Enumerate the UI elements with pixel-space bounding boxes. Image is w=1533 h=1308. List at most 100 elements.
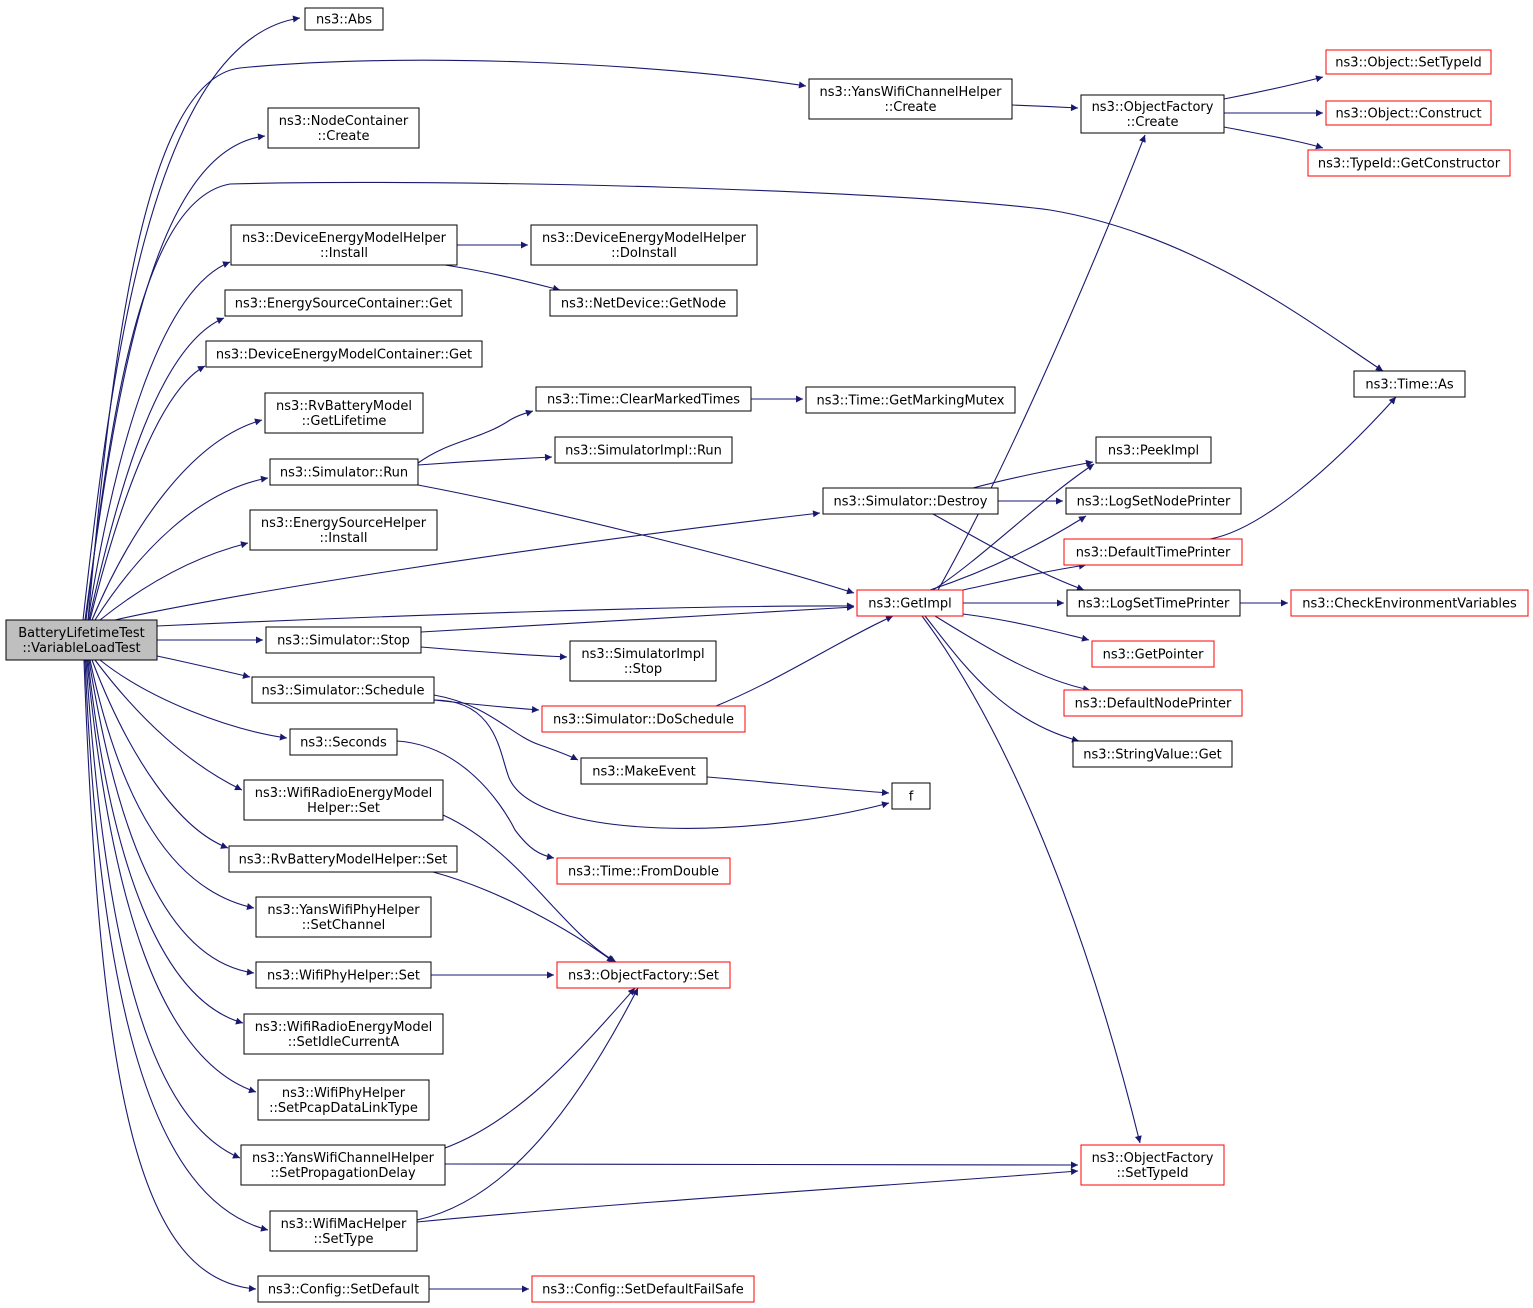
call-edge <box>932 463 1095 591</box>
node-time-clearmarked[interactable]: ns3::Time::ClearMarkedTimes <box>535 386 752 412</box>
node-box <box>289 728 398 756</box>
node-checkenv[interactable]: ns3::CheckEnvironmentVariables <box>1290 589 1529 617</box>
node-label: Helper::Set <box>307 801 380 816</box>
node-time-as[interactable]: ns3::Time::As <box>1353 370 1466 398</box>
node-wph-setpcap[interactable]: ns3::WifiPhyHelper::SetPcapDataLinkType <box>257 1079 430 1121</box>
node-label: ns3::WifiRadioEnergyModel <box>255 786 433 801</box>
call-edge <box>87 59 807 621</box>
node-demh-doinstall[interactable]: ns3::DeviceEnergyModelHelper::DoInstall <box>530 224 758 266</box>
node-wrem-setidle[interactable]: ns3::WifiRadioEnergyModel::SetIdleCurren… <box>243 1013 444 1055</box>
node-typeid-getctor[interactable]: ns3::TypeId::GetConstructor <box>1307 149 1511 177</box>
node-sim-run[interactable]: ns3::Simulator::Run <box>269 458 419 486</box>
node-box <box>531 1275 755 1303</box>
call-edge <box>87 261 231 621</box>
node-makeevent[interactable]: ns3::MakeEvent <box>580 757 708 785</box>
node-f[interactable]: f <box>891 782 931 810</box>
node-root[interactable]: BatteryLifetimeTest::VariableLoadTest <box>5 619 158 661</box>
node-box <box>243 1013 444 1055</box>
node-defaulttimeprinter[interactable]: ns3::DefaultTimePrinter <box>1063 538 1243 566</box>
node-label: ns3::WifiPhyHelper <box>282 1086 406 1101</box>
node-label: ns3::Simulator::DoSchedule <box>553 713 734 728</box>
node-box <box>255 961 432 989</box>
node-label: ns3::SimulatorImpl <box>581 647 704 662</box>
call-edge <box>1223 75 1324 100</box>
node-label: ns3::Config::SetDefault <box>268 1283 419 1298</box>
node-sim-destroy[interactable]: ns3::Simulator::Destroy <box>822 487 999 515</box>
node-box <box>257 1275 430 1303</box>
node-nd-getnode[interactable]: ns3::NetDevice::GetNode <box>549 289 738 317</box>
node-obj-construct[interactable]: ns3::Object::Construct <box>1325 100 1492 126</box>
node-config-setdefaultfs[interactable]: ns3::Config::SetDefaultFailSafe <box>531 1275 755 1303</box>
node-ywch-setprop[interactable]: ns3::YansWifiChannelHelper::SetPropagati… <box>240 1144 446 1186</box>
node-obj-settypeid[interactable]: ns3::Object::SetTypeId <box>1325 49 1492 75</box>
node-abs[interactable]: ns3::Abs <box>304 7 384 31</box>
call-edge <box>84 133 266 621</box>
node-box <box>1307 149 1511 177</box>
call-edge <box>433 699 540 713</box>
node-time-fromdouble[interactable]: ns3::Time::FromDouble <box>556 857 731 885</box>
node-label: ns3::Time::ClearMarkedTimes <box>547 393 740 408</box>
node-seconds[interactable]: ns3::Seconds <box>289 728 398 756</box>
node-of-settypeid[interactable]: ns3::ObjectFactory::SetTypeId <box>1080 1144 1225 1186</box>
call-edge <box>87 659 244 1025</box>
node-getimpl[interactable]: ns3::GetImpl <box>856 589 964 617</box>
node-box <box>554 436 733 464</box>
node-rvbmh-set[interactable]: ns3::RvBatteryModelHelper::Set <box>228 845 458 873</box>
node-demc-get[interactable]: ns3::DeviceEnergyModelContainer::Get <box>205 340 483 368</box>
node-label: ::SetPcapDataLinkType <box>269 1101 418 1116</box>
node-label: ::DoInstall <box>611 246 677 261</box>
node-label: ::VariableLoadTest <box>22 641 140 656</box>
node-box <box>1066 589 1241 617</box>
node-simimpl-run[interactable]: ns3::SimulatorImpl::Run <box>554 436 733 464</box>
node-label: ns3::Simulator::Schedule <box>261 684 424 699</box>
call-edge <box>444 264 561 292</box>
call-nodes: BatteryLifetimeTest::VariableLoadTestns3… <box>5 7 1529 1303</box>
node-time-getmutex[interactable]: ns3::Time::GetMarkingMutex <box>805 386 1016 414</box>
node-box <box>251 676 435 704</box>
node-label: ::SetChannel <box>302 918 385 933</box>
node-sim-doschedule[interactable]: ns3::Simulator::DoSchedule <box>541 705 746 733</box>
node-esc-get[interactable]: ns3::EnergySourceContainer::Get <box>224 289 463 317</box>
node-simimpl-stop[interactable]: ns3::SimulatorImpl::Stop <box>569 640 717 682</box>
node-sim-schedule[interactable]: ns3::Simulator::Schedule <box>251 676 435 704</box>
node-getpointer[interactable]: ns3::GetPointer <box>1091 640 1215 668</box>
call-edge <box>91 418 263 621</box>
node-box <box>265 626 422 654</box>
call-edge <box>934 615 1091 693</box>
call-edge <box>444 1161 1079 1169</box>
call-edge <box>396 740 555 860</box>
node-esh-install[interactable]: ns3::EnergySourceHelper::Install <box>249 509 438 551</box>
call-edge <box>432 871 615 963</box>
node-label: ns3::YansWifiChannelHelper <box>252 1151 435 1166</box>
node-of-create[interactable]: ns3::ObjectFactory::Create <box>1080 94 1225 134</box>
node-defaultnodeprinter[interactable]: ns3::DefaultNodePrinter <box>1063 689 1243 717</box>
node-label: ns3::Seconds <box>300 736 387 751</box>
node-demh-install[interactable]: ns3::DeviceEnergyModelHelper::Install <box>230 224 458 266</box>
node-stringvalue-get[interactable]: ns3::StringValue::Get <box>1072 740 1233 768</box>
node-label: ns3::Simulator::Destroy <box>834 495 988 510</box>
call-edge <box>88 659 255 976</box>
call-edge <box>94 659 243 791</box>
node-peekimpl[interactable]: ns3::PeekImpl <box>1095 436 1212 464</box>
node-ywph-setchannel[interactable]: ns3::YansWifiPhyHelper::SetChannel <box>255 896 432 938</box>
node-wmh-settype[interactable]: ns3::WifiMacHelper::SetType <box>269 1210 418 1252</box>
node-label: ns3::MakeEvent <box>592 765 696 780</box>
node-of-set[interactable]: ns3::ObjectFactory::Set <box>556 961 731 989</box>
node-logsetnodeprinter[interactable]: ns3::LogSetNodePrinter <box>1065 487 1242 515</box>
node-box <box>230 224 458 266</box>
node-rvb-getlifetime[interactable]: ns3::RvBatteryModel::GetLifetime <box>264 392 424 434</box>
node-nc-create[interactable]: ns3::NodeContainer::Create <box>267 107 420 149</box>
node-box <box>269 1210 418 1252</box>
node-label: ::Stop <box>624 662 662 677</box>
node-sim-stop[interactable]: ns3::Simulator::Stop <box>265 626 422 654</box>
call-edge <box>416 1168 1079 1223</box>
node-wph-set[interactable]: ns3::WifiPhyHelper::Set <box>255 961 432 989</box>
node-ywch-create[interactable]: ns3::YansWifiChannelHelper::Create <box>808 78 1013 120</box>
node-box <box>243 779 444 821</box>
node-label: ns3::Config::SetDefaultFailSafe <box>542 1283 744 1298</box>
node-logsettimeprinter[interactable]: ns3::LogSetTimePrinter <box>1066 589 1241 617</box>
call-edge <box>84 659 269 1232</box>
node-label: ns3::Simulator::Stop <box>277 634 410 649</box>
node-config-setdefault[interactable]: ns3::Config::SetDefault <box>257 1275 430 1303</box>
